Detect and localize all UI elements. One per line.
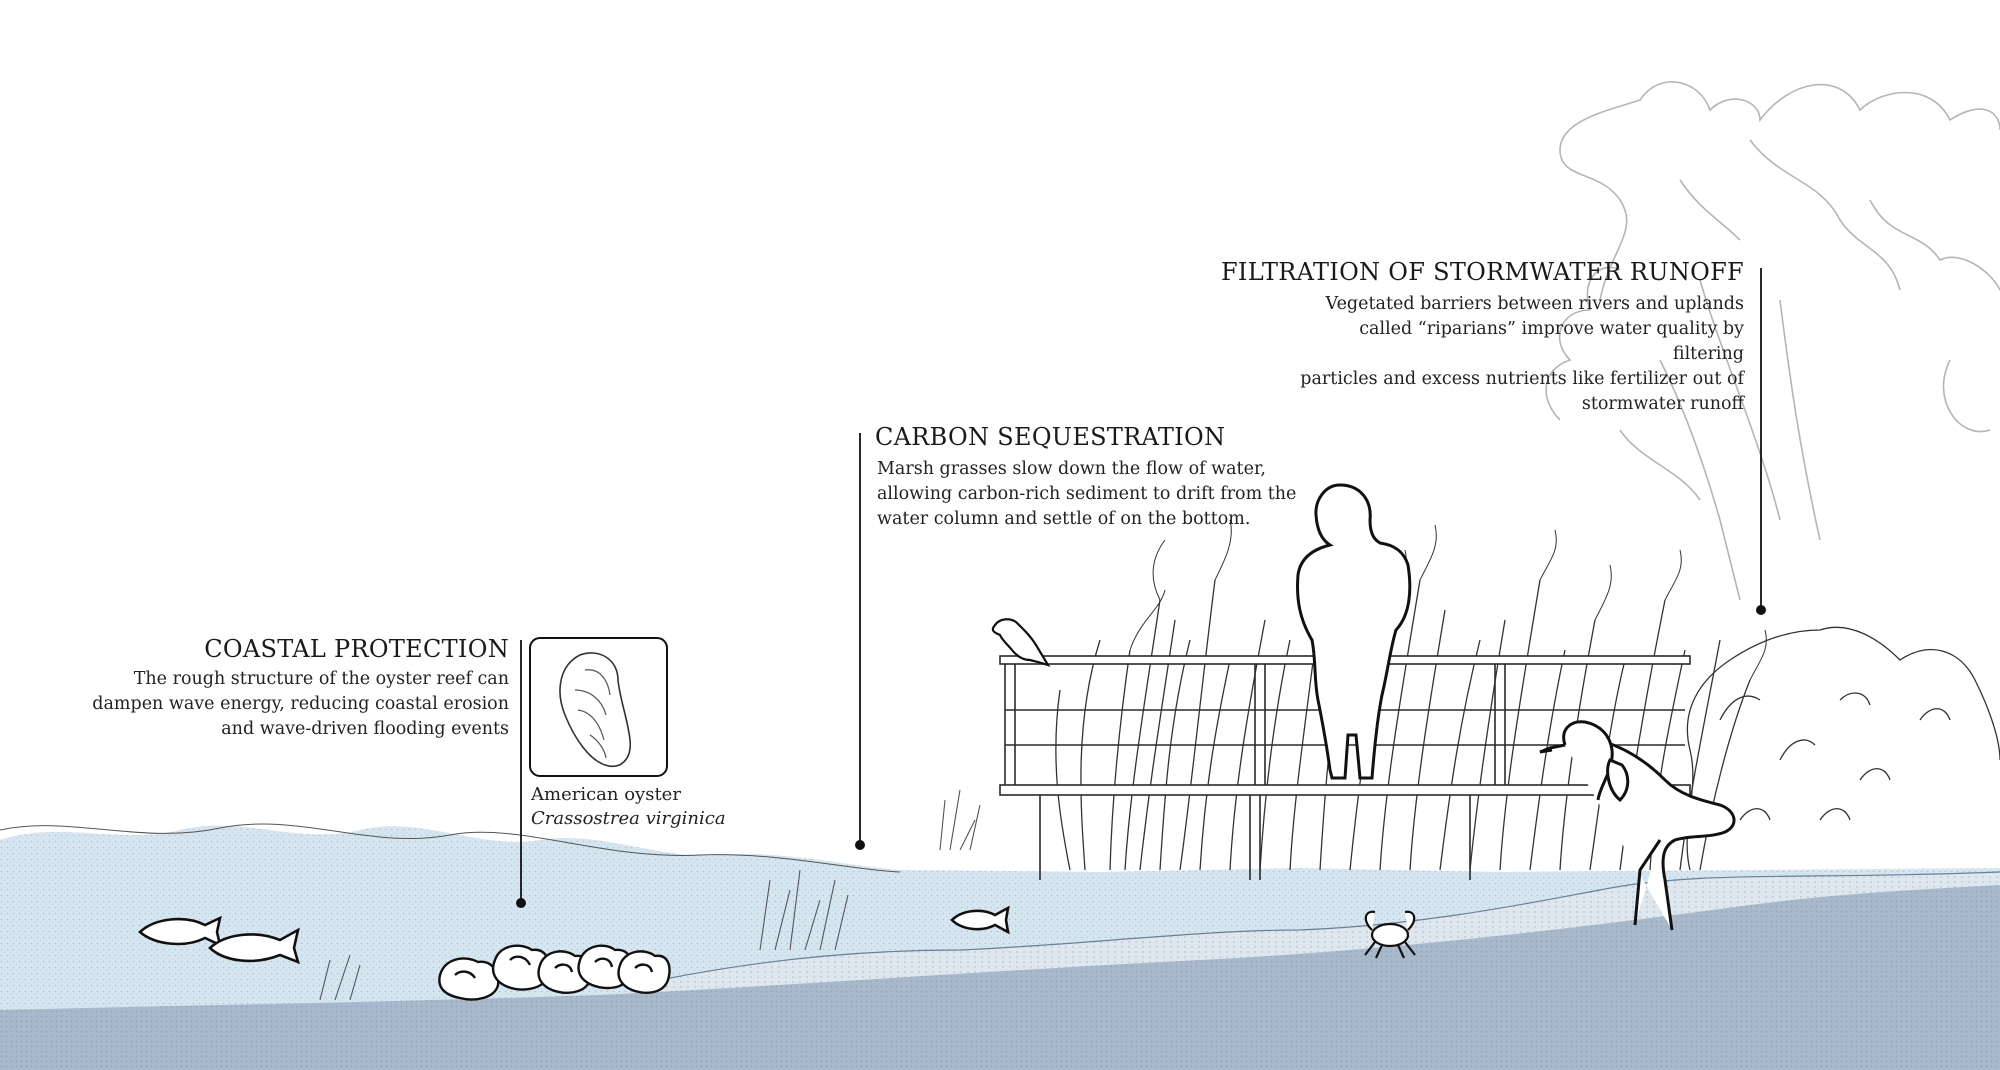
coastal-line-1: The rough structure of the oyster reef c… <box>89 667 509 692</box>
filtration-text: Vegetated barriers between rivers and up… <box>1284 292 1744 417</box>
filtration-title: FILTRATION OF STORMWATER RUNOFF <box>1221 258 1744 286</box>
filtration-line-3: particles and excess nutrients like fert… <box>1284 367 1744 392</box>
oyster-scientific-name: Crassostrea virginica <box>531 807 726 831</box>
carbon-sequestration-text: Marsh grasses slow down the flow of wate… <box>877 457 1317 532</box>
carbon-line-1: Marsh grasses slow down the flow of wate… <box>877 457 1317 482</box>
coastal-line-3: and wave-driven flooding events <box>89 717 509 742</box>
oyster-common-name: American oyster <box>531 783 726 807</box>
filtration-line-4: stormwater runoff <box>1284 392 1744 417</box>
riparian-bushes <box>1687 627 2000 870</box>
carbon-line-2: allowing carbon-rich sediment to drift f… <box>877 482 1317 507</box>
marsh-grass-leaves <box>1130 510 1766 680</box>
carbon-line-3: water column and settle of on the bottom… <box>877 507 1317 532</box>
coastal-protection-text: The rough structure of the oyster reef c… <box>89 667 509 742</box>
oyster-label: American oyster Crassostrea virginica <box>531 783 726 831</box>
carbon-sequestration-title: CARBON SEQUESTRATION <box>875 423 1225 451</box>
filtration-line-2: called “riparians” improve water quality… <box>1284 317 1744 367</box>
coastal-line-2: dampen wave energy, reducing coastal ero… <box>89 692 509 717</box>
oyster-card <box>530 638 667 776</box>
coastal-protection-title: COASTAL PROTECTION <box>204 635 509 663</box>
filtration-line-1: Vegetated barriers between rivers and up… <box>1284 292 1744 317</box>
